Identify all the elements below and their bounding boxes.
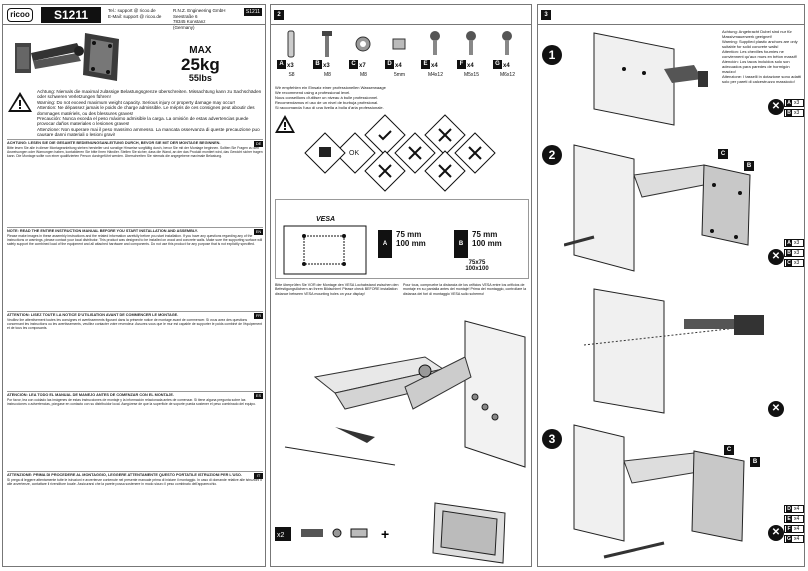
step-1-badge: 1 [542,45,562,65]
model-title: S1211 [41,7,101,23]
vesa-title: VESA [316,216,336,223]
warning-text: Achtung: Niemals die maximal zulässige B… [37,89,262,138]
screw-icon [430,31,440,55]
contact-info: Tel.: support @ ricoo.de E-Mail: support… [108,8,162,19]
vesa-b-values: 75 mm 100 mm [472,230,502,248]
product-code: S1211 [243,8,262,16]
section-de: ACHTUNG: LESEN SIE DIE GESAMTE BEDIENUNG… [7,141,263,159]
vesa-diagram [283,225,367,275]
column-intro: ricoo S1211 Tel.: support @ ricoo.de E-M… [2,4,266,567]
warning-triangle-icon [8,92,32,112]
section-en: NOTE: READ THE ENTIRE INSTRUCTION MANUAL… [7,229,263,247]
x2-label: x2 [277,532,285,539]
lang-badge-fr: FR [254,313,263,319]
anchor-warning: Achtung: Angebracht Dubel sind nur für M… [722,29,801,84]
lang-badge-en: EN [254,229,263,235]
lang-badge-it: IT [254,473,263,479]
vesa-note: Bitte überprüfen Sie VOR der Montage den… [275,283,527,296]
section-es: ATENCIÓN: LEA TODO EL MANUAL DE MANEJO A… [7,393,256,407]
level-note: Wir empfehlen ein Einsatz einer professi… [275,85,386,110]
divider [7,311,263,312]
vesa-a-values: 75 mm 100 mm [396,230,426,248]
vesa-combo: 75x75 100x100 [465,260,489,272]
step-3-tag-b: B [750,457,760,467]
step-2-bracket [564,144,751,272]
weight-spec: MAX 25kg 55lbs [181,45,220,83]
spacer-icon [392,38,406,50]
brand-logo: ricoo [7,8,33,22]
product-image [15,33,119,81]
page-number: 2 [274,10,284,20]
lag-bolt-icon [322,31,332,57]
step-2b-x-icon: ✕ [768,401,784,417]
lang-badge-de: DE [254,141,263,147]
ok-check-icon: OK [349,150,359,157]
page-number: 3 [541,10,551,20]
step-2-badge: 2 [542,145,562,165]
divider [7,227,263,228]
weight-warning: Achtung: Niemals die maximal zulässige B… [7,89,263,137]
screw-icon [502,31,512,55]
divider [7,391,263,392]
section-it: ATTENZIONE: PRIMA DI PROCEDERE AL MONTAG… [7,473,263,487]
company-address: R.N.Z. Engineering GmbH Seestraße 6 7834… [173,8,226,30]
divider [7,471,263,472]
column-steps: 3 Achtung: Angebracht Dubel sind nur für… [537,4,805,567]
divider [7,139,263,140]
vesa-a-badge: A [378,230,392,258]
step-2-x-icon: ✕ [768,249,784,265]
parts-header: 2 [271,5,531,25]
svg-text:+: + [381,526,389,542]
wall-plug-icon [287,30,295,58]
header-bar: ricoo S1211 Tel.: support @ ricoo.de E-M… [3,5,265,30]
step-3-badge: 3 [542,429,562,449]
assembly-diagram: x2 + [275,320,526,564]
section-fr: ATTENTION: LISEZ TOUTE LA NOTICE D'UTILI… [7,313,263,331]
step-2-wall-anchor [583,288,765,414]
step-3-mount [573,424,745,559]
vesa-b-badge: B [454,230,468,258]
step-3-tag-c: C [724,445,734,455]
safety-icons: OK [275,114,496,192]
screw-icon [466,31,476,55]
step-3-x-icon: ✕ [768,525,784,541]
step-2-tag-b: B [744,161,754,171]
lang-badge-es: ES [254,393,263,399]
step-2-tag-c: C [718,149,728,159]
step-1-x-icon: ✕ [768,99,784,115]
step-1-drilling [593,32,708,126]
vesa-panel: VESA A 75 mm 100 mm B 75 mm 100 mm 75x75… [275,199,529,279]
steps-header: 3 [538,5,804,25]
washer-icon [355,36,371,52]
